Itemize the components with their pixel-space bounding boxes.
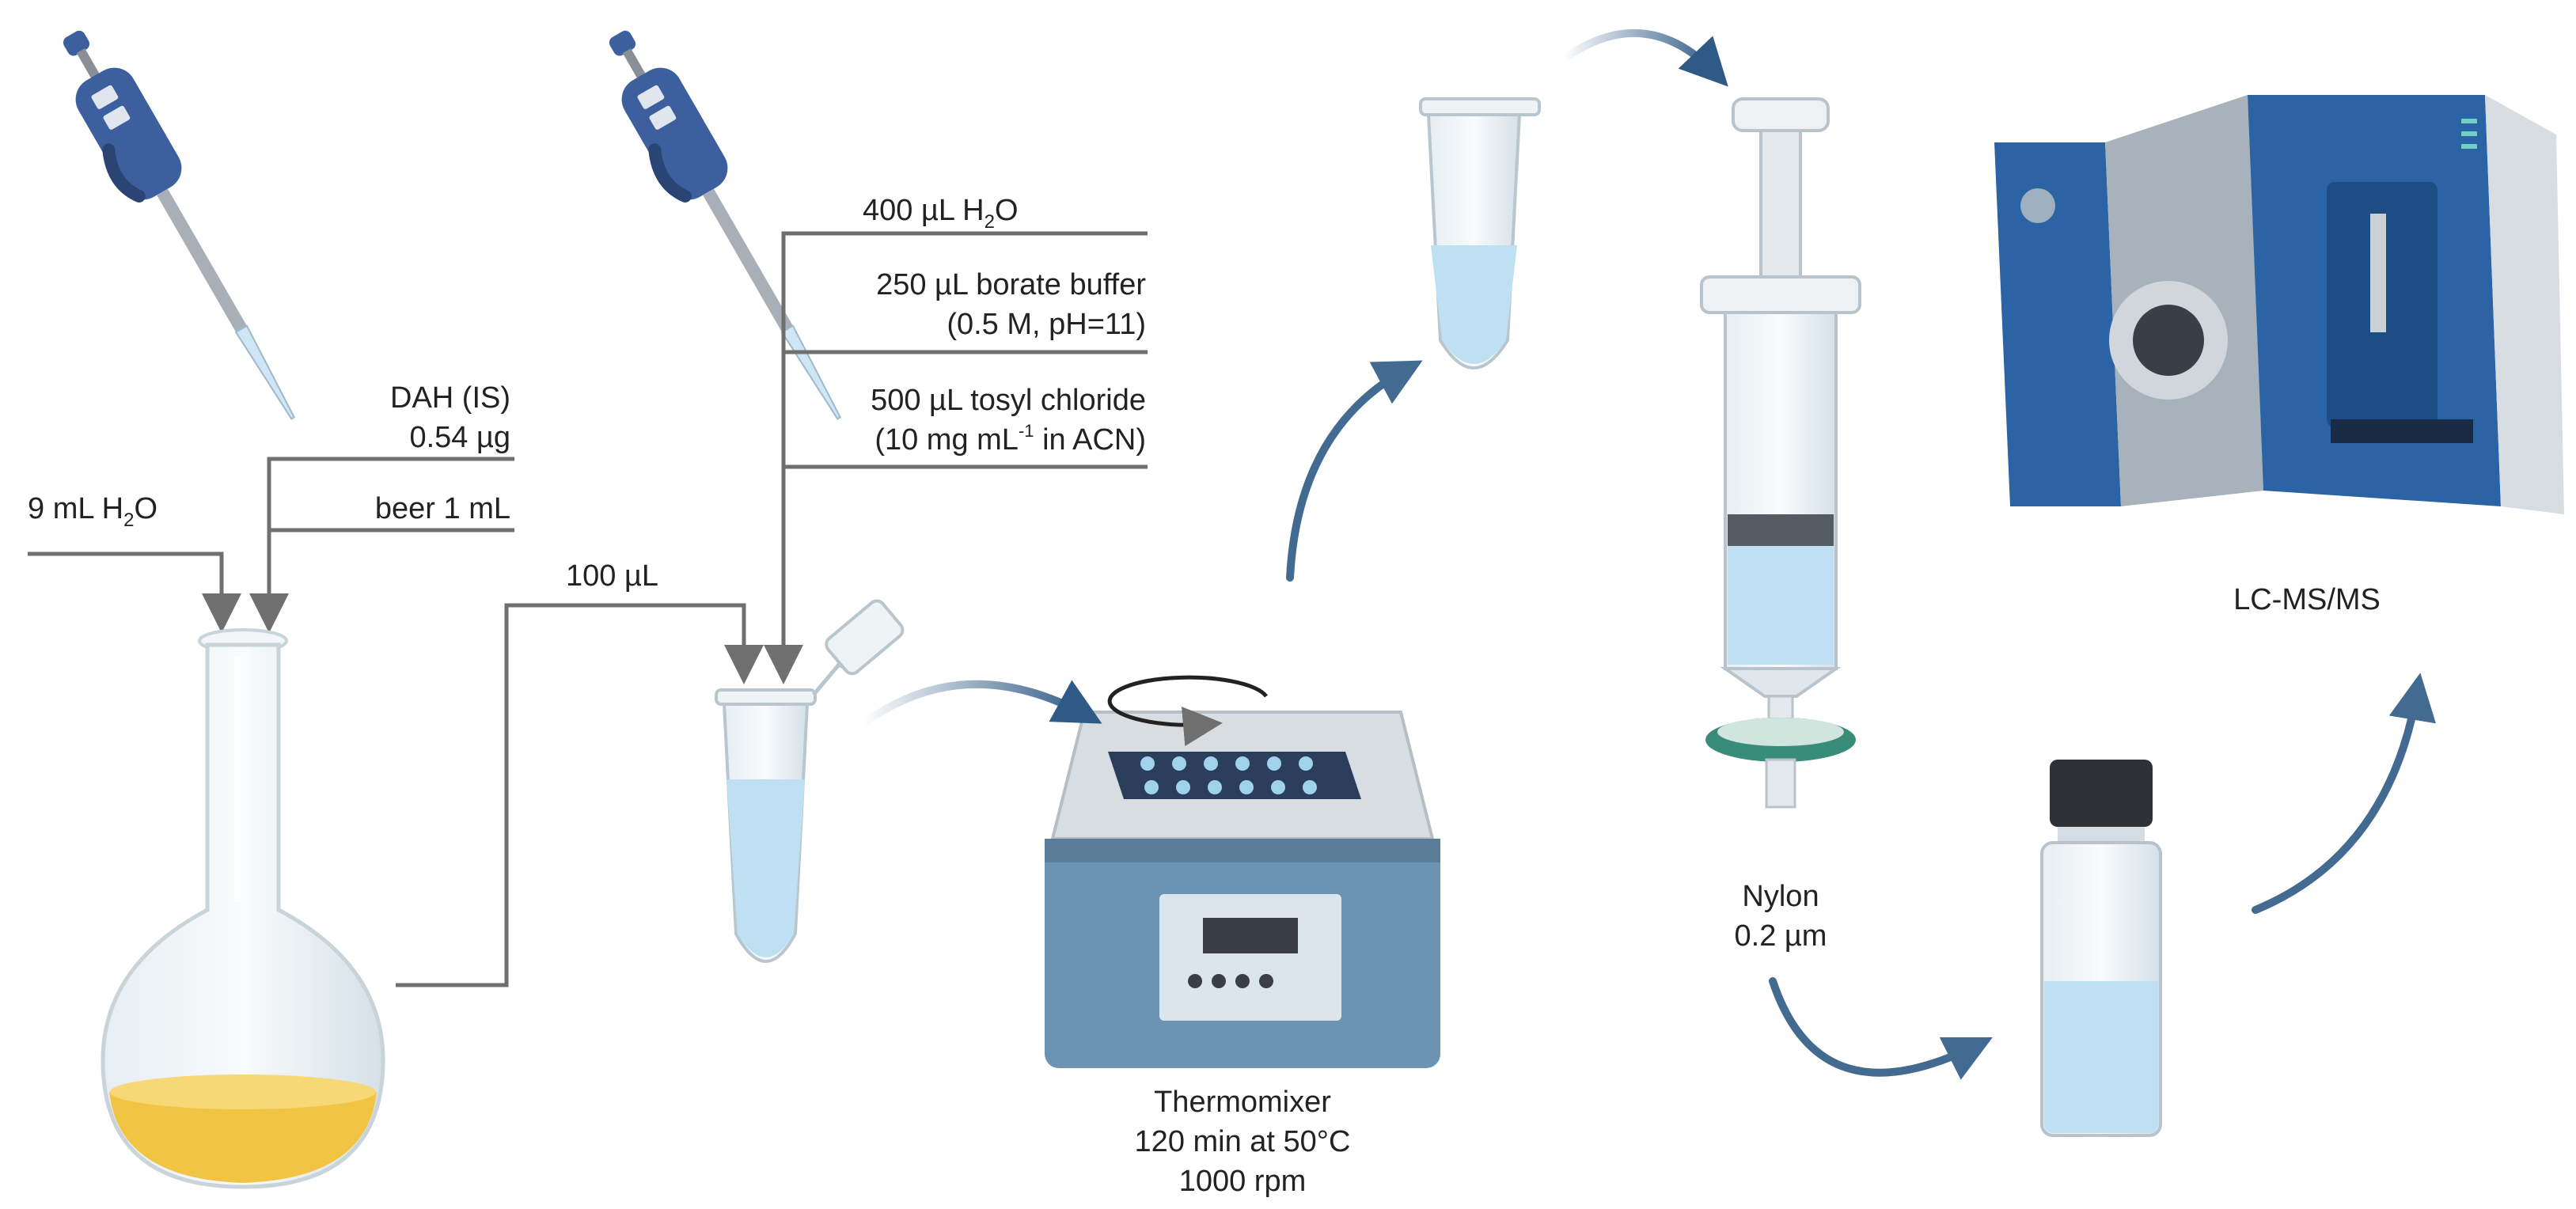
label-beer: beer 1 mL	[375, 492, 510, 525]
label-tosyl-chloride: 500 µL tosyl chloride	[871, 384, 1146, 417]
pipette-icon	[609, 30, 842, 420]
reagent-input-lines	[764, 231, 1148, 684]
arrow-vial-to-instrument	[2252, 673, 2436, 914]
pipette-icon	[63, 30, 296, 420]
process-arrows	[859, 28, 2436, 1080]
syringe-filter-icon	[1705, 718, 1856, 809]
label-filter-pore-size: 0.2 µm	[1735, 919, 1827, 953]
label-water-9ml: 9 mL H2O	[28, 492, 157, 531]
microtube-icon	[1419, 97, 1541, 370]
label-transfer-100ul: 100 µL	[566, 559, 658, 593]
label-thermomixer-conditions: 120 min at 50°C	[1135, 1125, 1351, 1158]
label-dah: DAH (IS)	[390, 381, 510, 415]
microtube-icon	[715, 599, 905, 963]
label-thermomixer: Thermomixer	[1154, 1086, 1331, 1119]
label-thermomixer-speed: 1000 rpm	[1179, 1165, 1307, 1198]
label-instrument: LC-MS/MS	[2233, 583, 2381, 616]
volumetric-flask-icon	[101, 628, 385, 1189]
label-tosyl-conditions: (10 mg mL-1 in ACN)	[874, 421, 1146, 457]
arrow-tube-to-thermomixer	[859, 680, 1102, 728]
arrow-thermomixer-to-tube	[1286, 360, 1423, 582]
transfer-100ul-line	[396, 603, 764, 987]
label-water-400ul: 400 µL H2O	[863, 194, 1019, 233]
arrow-tube-to-syringe	[1559, 28, 1728, 87]
label-filter-material: Nylon	[1742, 880, 1819, 913]
lc-ms-instrument-icon	[1994, 95, 2564, 514]
syringe-icon	[1700, 97, 1861, 730]
arrow-filter-to-vial	[1769, 977, 1993, 1080]
label-borate-buffer: 250 µL borate buffer	[876, 268, 1146, 301]
label-borate-conditions: (0.5 M, pH=11)	[947, 308, 1146, 341]
hplc-vial-icon	[2040, 760, 2162, 1137]
thermomixer-icon	[1045, 675, 1440, 1068]
flask-input-lines	[28, 457, 514, 633]
label-dah-amount: 0.54 µg	[409, 421, 510, 454]
